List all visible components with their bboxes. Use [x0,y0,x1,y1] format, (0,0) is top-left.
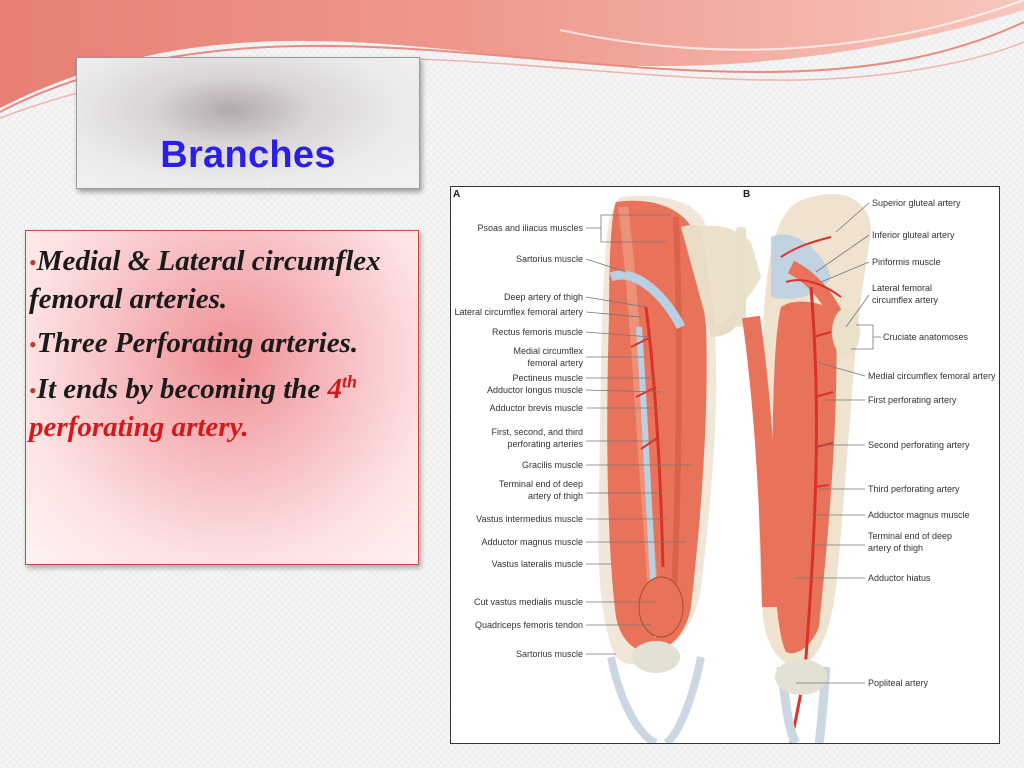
label-perforating-1: First, second, and third [491,427,583,437]
label-quadriceps-tendon: Quadriceps femoris tendon [475,620,583,630]
bullet-highlight-text: perforating artery. [29,411,249,443]
label-adductor-magnus-b: Adductor magnus muscle [868,510,970,520]
left-leader-lines [585,214,691,655]
label-popliteal-artery: Popliteal artery [868,678,929,688]
bullet-icon: • [29,332,37,357]
bullet-text: Three Perforating arteries. [36,327,359,359]
title-box: Branches [76,57,420,189]
label-cruciate-anatomoses: Cruciate anatomoses [883,332,969,342]
label-terminal-deep-b-2: artery of thigh [868,543,923,553]
label-sartorius-lower: Sartorius muscle [516,649,583,659]
label-second-perforating: Second perforating artery [868,440,970,450]
thigh-anatomy-figure: A B [450,186,1000,744]
label-lateral-circumflex: Lateral circumflex femoral artery [454,307,583,317]
label-medial-circumflex-b: Medial circumflex femoral artery [868,371,996,381]
label-psoas-iliacus: Psoas and iliacus muscles [477,223,583,233]
bullet-item: •Medial & Lateral circumflex femoral art… [29,243,412,317]
label-cut-vastus-medialis: Cut vastus medialis muscle [474,597,583,607]
label-lateral-femoral-1: Lateral femoral [872,283,932,293]
right-label-group: Superior gluteal artery Inferior gluteal… [868,198,996,688]
right-leader-lines [796,202,881,684]
label-vastus-lateralis: Vastus lateralis muscle [492,559,583,569]
label-lateral-femoral-2: circumflex artery [872,295,939,305]
bullet-text: It ends by becoming the [36,373,321,405]
label-inferior-gluteal: Inferior gluteal artery [872,230,955,240]
label-deep-artery-thigh: Deep artery of thigh [504,292,583,302]
bullet-highlight-number: 4 [327,373,343,405]
anatomy-illustration: A B [453,189,996,743]
label-adductor-brevis: Adductor brevis muscle [489,403,583,413]
posterior-thigh-drawing [742,193,871,743]
label-perforating-2: perforating arteries [507,439,583,449]
label-pectineus: Pectineus muscle [512,373,583,383]
label-first-perforating: First perforating artery [868,395,957,405]
label-terminal-deep-b-1: Terminal end of deep [868,531,952,541]
panel-label-b: B [743,189,750,200]
label-sartorius: Sartorius muscle [516,254,583,264]
label-gracilis: Gracilis muscle [522,460,583,470]
anterior-thigh-drawing [598,195,744,743]
label-piriformis: Piriformis muscle [872,257,941,267]
label-adductor-magnus: Adductor magnus muscle [481,537,583,547]
slide-title: Branches [160,134,336,176]
label-adductor-hiatus: Adductor hiatus [868,573,931,583]
label-medial-circumflex-1: Medial circumflex [513,346,583,356]
bullet-item: •It ends by becoming the 4th perforating… [29,371,412,445]
content-box: •Medial & Lateral circumflex femoral art… [25,230,419,565]
label-superior-gluteal: Superior gluteal artery [872,198,961,208]
bullet-item: •Three Perforating arteries. [29,325,412,363]
bullet-text: Medial & Lateral circumflex femoral arte… [29,245,381,315]
pelvis-drawing [701,225,761,327]
label-medial-circumflex-2: femoral artery [527,358,583,368]
label-adductor-longus: Adductor longus muscle [487,385,583,395]
bullet-superscript: th [342,371,358,392]
left-label-group: Psoas and iliacus muscles Sartorius musc… [454,223,583,659]
label-vastus-intermedius: Vastus intermedius muscle [476,514,583,524]
panel-label-a: A [453,189,460,200]
bullet-icon: • [29,378,37,403]
bullet-list: •Medial & Lateral circumflex femoral art… [26,231,418,445]
label-terminal-deep-2: artery of thigh [528,491,583,501]
label-rectus-femoris: Rectus femoris muscle [492,327,583,337]
bullet-icon: • [29,250,37,275]
label-third-perforating: Third perforating artery [868,484,960,494]
label-terminal-deep-1: Terminal end of deep [499,479,583,489]
